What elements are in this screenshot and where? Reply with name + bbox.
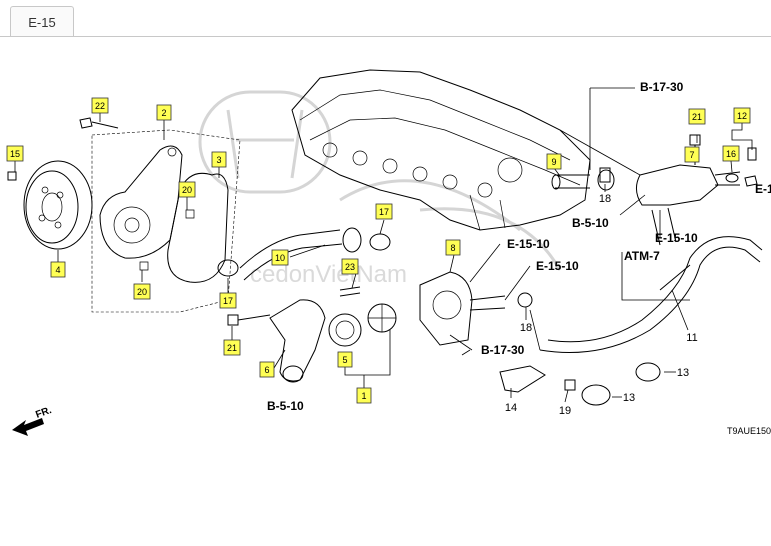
callout-23[interactable]: 23 — [341, 258, 359, 275]
tab-divider — [0, 36, 771, 37]
front-label: FR. — [34, 405, 53, 421]
number-18a[interactable]: 18 — [599, 193, 611, 205]
callout-8-label: 8 — [450, 243, 455, 253]
callout-7-label: 7 — [689, 150, 694, 160]
thermostat-group — [227, 271, 506, 383]
ref-e1510-b[interactable]: E-15-10 — [536, 259, 579, 273]
watermark-text: cedonVietNam — [250, 261, 407, 288]
callout-2-label: 2 — [161, 108, 166, 118]
number-11[interactable]: 11 — [686, 332, 697, 344]
callout-16[interactable]: 16 — [722, 145, 740, 162]
callout-21b[interactable]: 21 — [688, 108, 706, 125]
callout-8[interactable]: 8 — [445, 239, 461, 256]
ref-b510-right[interactable]: B-5-10 — [572, 216, 609, 230]
callout-1-label: 1 — [361, 391, 366, 401]
callout-21a-label: 21 — [227, 343, 237, 353]
callout-21a[interactable]: 21 — [223, 339, 241, 356]
ref-b1730-top[interactable]: B-17-30 — [640, 80, 684, 94]
callout-3[interactable]: 3 — [211, 151, 227, 168]
callout-22[interactable]: 22 — [91, 97, 109, 114]
number-14[interactable]: 14 — [505, 402, 517, 414]
number-19[interactable]: 19 — [559, 405, 571, 417]
callout-17b[interactable]: 17 — [219, 292, 237, 309]
lower-hose — [539, 236, 763, 353]
callout-17a-label: 17 — [379, 207, 389, 217]
ref-e1510-a[interactable]: E-15-10 — [507, 237, 550, 251]
callout-20a[interactable]: 20 — [178, 181, 196, 198]
number-13b[interactable]: 13 — [623, 392, 635, 404]
callout-9[interactable]: 9 — [546, 153, 562, 170]
callout-7[interactable]: 7 — [684, 146, 700, 163]
callout-4-label: 4 — [55, 265, 60, 275]
callout-17a[interactable]: 17 — [375, 203, 393, 220]
callout-23-label: 23 — [345, 262, 355, 272]
brand-watermark: cedonVietNam — [198, 90, 562, 288]
callout-21b-label: 21 — [692, 112, 702, 122]
ref-e1510-right[interactable]: E-15-10 — [655, 231, 698, 245]
cylinder-head — [291, 69, 591, 231]
callout-15-label: 15 — [10, 149, 20, 159]
callout-6[interactable]: 6 — [259, 361, 275, 378]
callout-1[interactable]: 1 — [356, 387, 372, 404]
ref-e1-partial[interactable]: E-1 — [755, 182, 771, 196]
diagram-code: T9AUE150 — [727, 426, 771, 436]
callout-20b[interactable]: 20 — [133, 283, 151, 300]
ref-atm7[interactable]: ATM-7 — [624, 249, 660, 263]
callout-22-label: 22 — [95, 101, 105, 111]
pump-pulley — [23, 160, 93, 250]
leader-lines — [14, 87, 753, 403]
tab-label: E-15 — [28, 14, 56, 30]
ref-b1730-bottom[interactable]: B-17-30 — [481, 343, 525, 357]
callout-5-label: 5 — [342, 355, 347, 365]
callout-9-label: 9 — [551, 157, 556, 167]
callout-20a-label: 20 — [182, 185, 192, 195]
front-arrow: FR. — [12, 405, 53, 436]
clamps-bracket — [499, 167, 661, 406]
callout-4[interactable]: 4 — [50, 261, 66, 278]
callout-15[interactable]: 15 — [6, 145, 24, 162]
callout-16-label: 16 — [726, 149, 736, 159]
callout-12-label: 12 — [737, 111, 747, 121]
callout-2[interactable]: 2 — [156, 104, 172, 121]
callout-12[interactable]: 12 — [733, 107, 751, 124]
outlet-housing — [551, 134, 758, 246]
callout-10-label: 10 — [275, 253, 285, 263]
callout-17b-label: 17 — [223, 296, 233, 306]
number-18b[interactable]: 18 — [520, 322, 532, 334]
callout-10[interactable]: 10 — [271, 249, 289, 266]
callout-3-label: 3 — [216, 155, 221, 165]
callout-6-label: 6 — [264, 365, 269, 375]
ref-b510-bottom[interactable]: B-5-10 — [267, 399, 304, 413]
callout-20b-label: 20 — [137, 287, 147, 297]
tab-e15[interactable]: E-15 — [10, 6, 74, 37]
callout-5[interactable]: 5 — [337, 351, 353, 368]
number-13a[interactable]: 13 — [677, 367, 689, 379]
water-pump — [7, 117, 241, 313]
